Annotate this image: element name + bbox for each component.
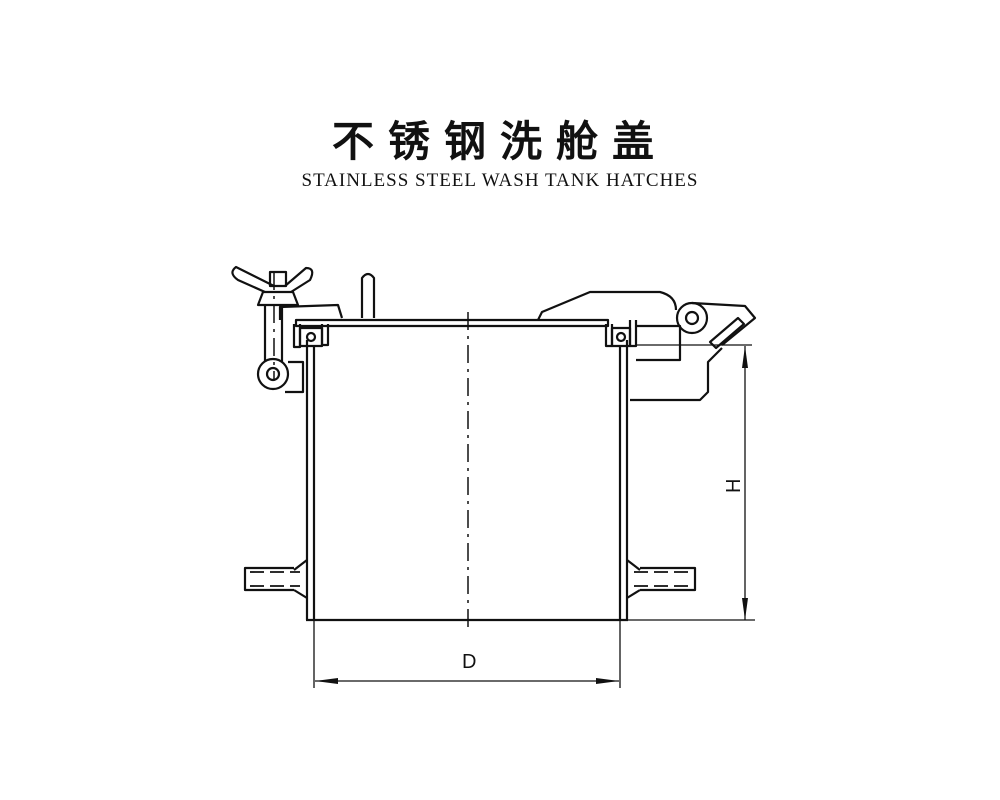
page-subtitle: STAINLESS STEEL WASH TANK HATCHES xyxy=(301,170,699,191)
dimension-diameter-label: D xyxy=(462,651,476,673)
side-handle-left xyxy=(243,559,308,599)
hinge-assembly xyxy=(537,290,757,402)
dimension-height: H xyxy=(628,346,755,621)
wing-nut-clamp xyxy=(231,265,314,394)
dimension-diameter: D xyxy=(313,620,621,688)
locating-pin xyxy=(360,272,376,318)
hatch-lid xyxy=(278,303,638,349)
dimension-height-label: H xyxy=(723,479,745,493)
page-title: 不锈钢洗舱盖 xyxy=(331,117,668,166)
tank-body xyxy=(305,340,629,622)
side-handle-right xyxy=(626,559,697,599)
